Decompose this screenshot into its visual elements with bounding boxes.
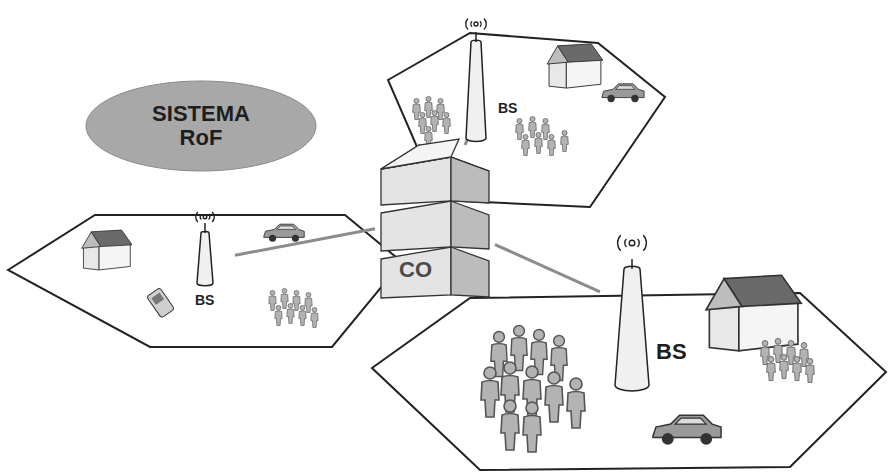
central-office: CO (375, 135, 495, 300)
system-ellipse: SISTEMA RoF (85, 80, 317, 172)
node-label: BS (656, 339, 687, 365)
fiber-link (235, 229, 375, 255)
fiber-line (235, 229, 375, 255)
node-label: SISTEMA RoF (141, 102, 261, 150)
node-label: BS (195, 292, 214, 308)
node-label: CO (399, 257, 432, 283)
base-station: BS (448, 10, 538, 145)
base-station-shape (448, 10, 538, 145)
base-station: BS (600, 225, 692, 400)
base-station: BS (185, 205, 235, 315)
node-label: BS (498, 100, 517, 116)
fiber-link (495, 245, 600, 292)
central-office-shape (375, 135, 495, 300)
fiber-line (495, 245, 600, 292)
base-station-shape (600, 225, 692, 400)
